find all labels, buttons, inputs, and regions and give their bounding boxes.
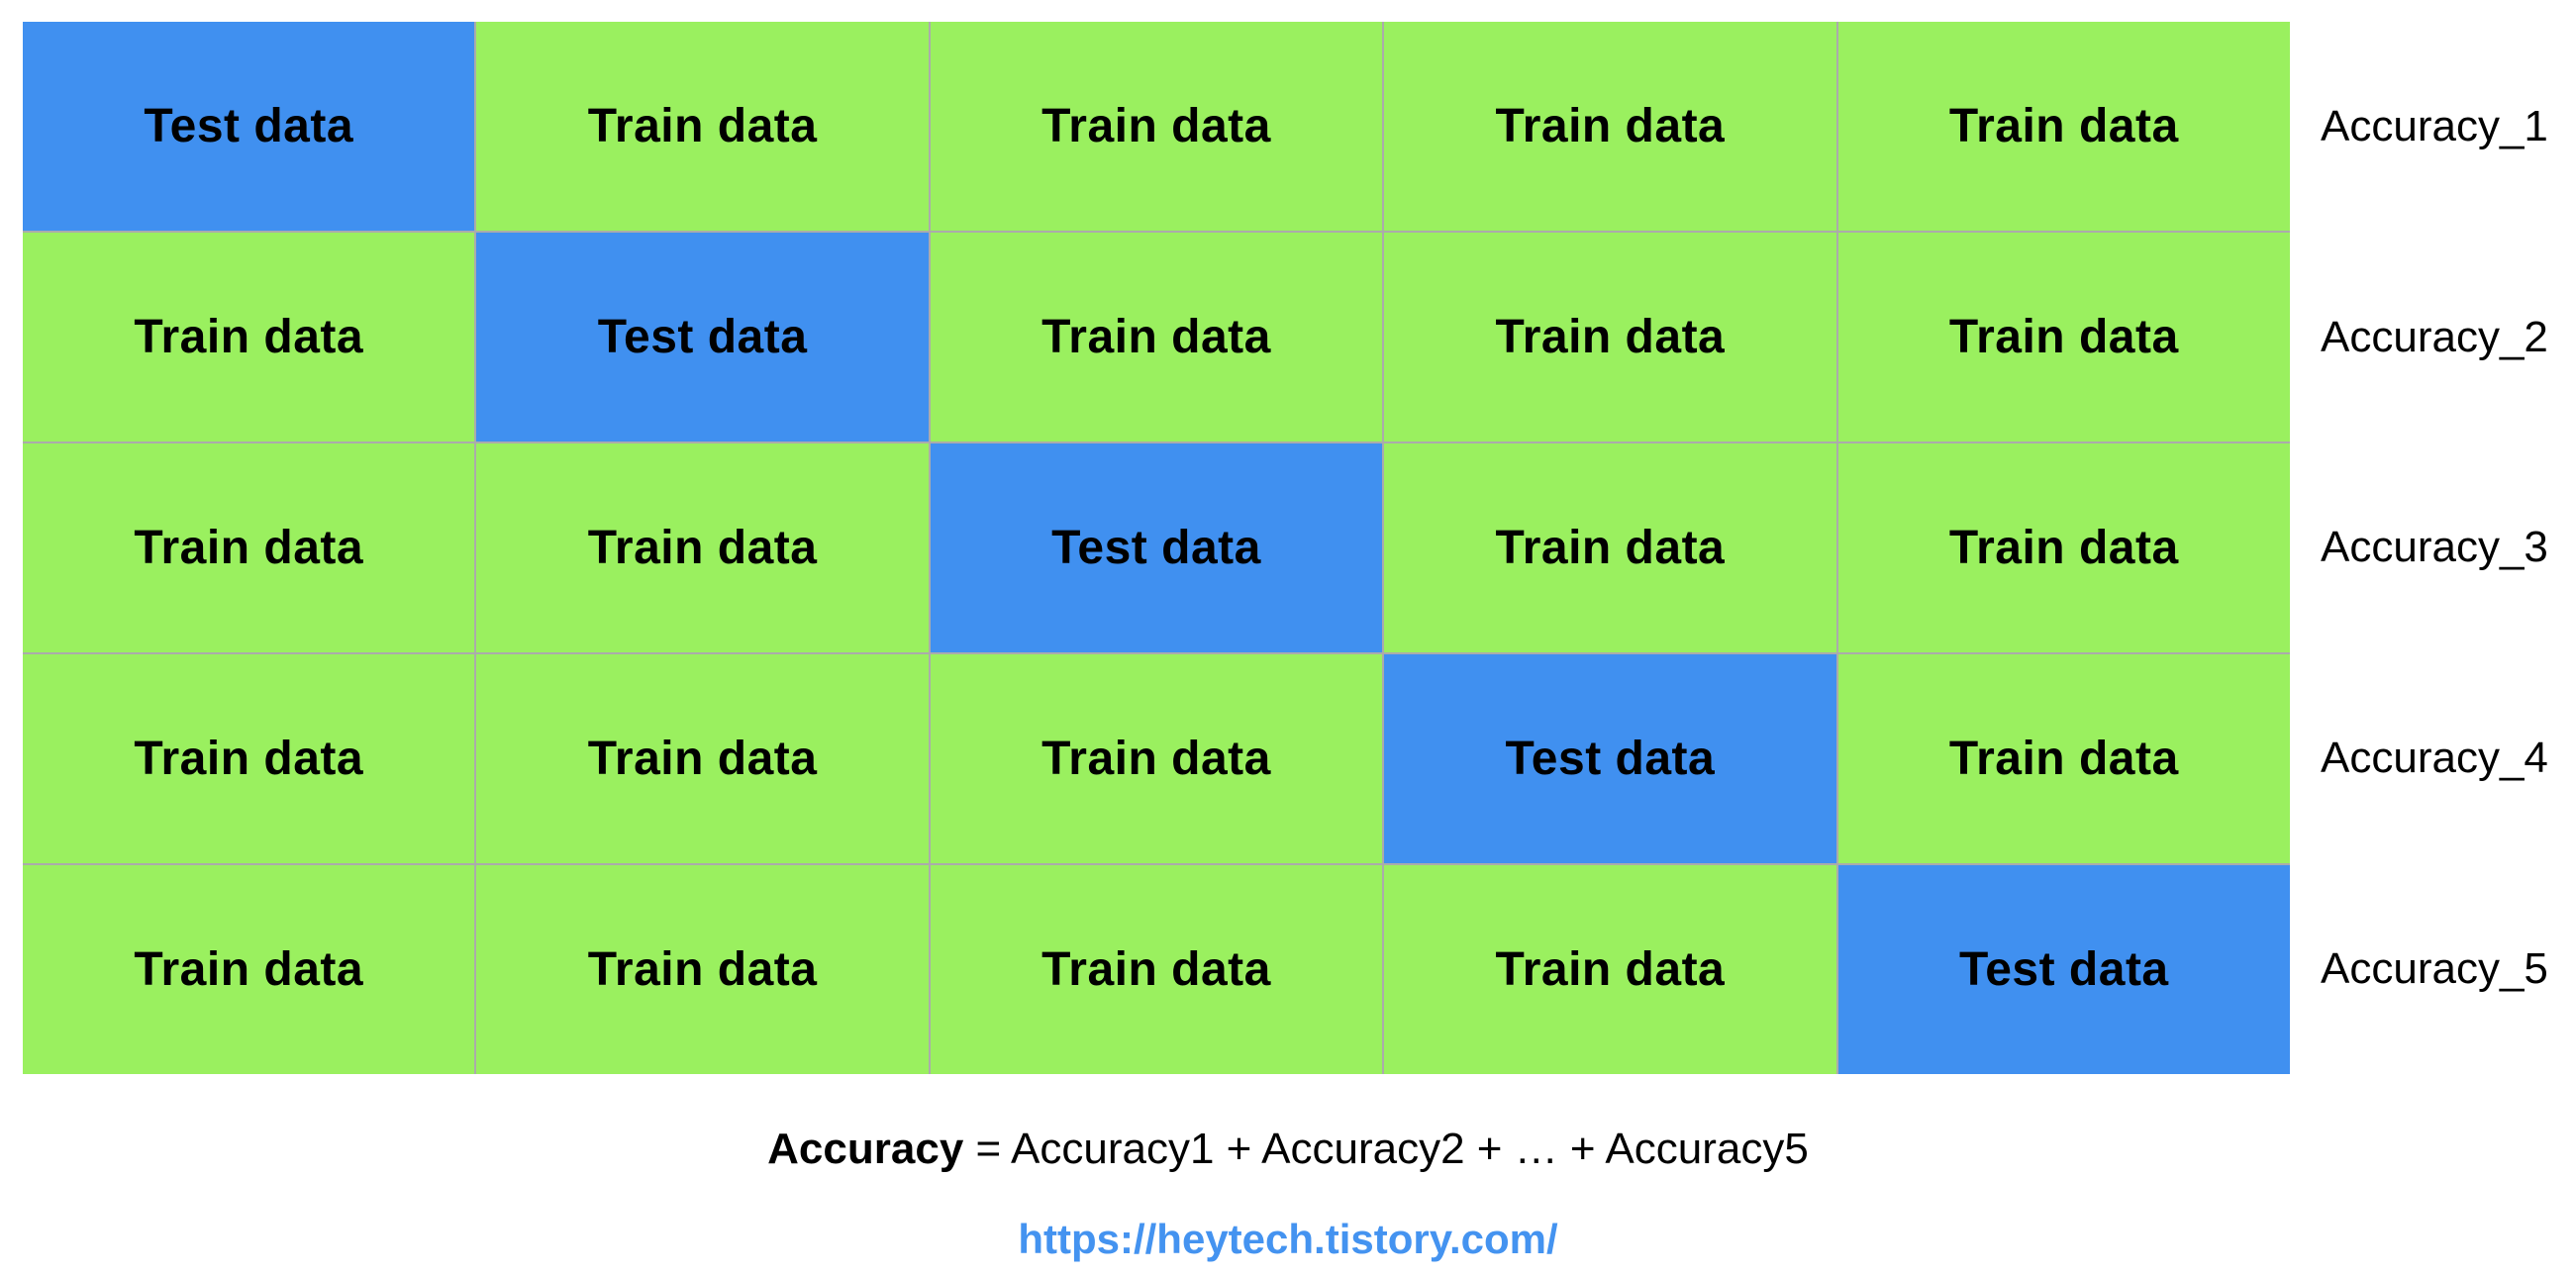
cell-row2-col2-test: Test data (476, 233, 929, 442)
cell-row3-col4-train: Train data (1384, 443, 1836, 652)
cell-row3-col1-train: Train data (23, 443, 475, 652)
cell-row3-col3-test: Test data (930, 443, 1383, 652)
cell-row1-col1-test: Test data (23, 22, 475, 231)
cell-row2-col4-train: Train data (1384, 233, 1836, 442)
cell-row5-col2-train: Train data (476, 865, 929, 1074)
cell-row2-col1-train: Train data (23, 233, 475, 442)
accuracy-label-4: Accuracy_4 (2321, 734, 2548, 783)
formula-equation-rest: = Accuracy1 + Accuracy2 + … + Accuracy5 (963, 1125, 1809, 1173)
cell-row3-col5-train: Train data (1837, 443, 2290, 652)
cell-row5-col4-train: Train data (1384, 865, 1836, 1074)
cell-row4-col4-test: Test data (1384, 654, 1836, 863)
cell-row2-col5-train: Train data (1837, 233, 2290, 442)
accuracy-labels-column: Accuracy_1 Accuracy_2 Accuracy_3 Accurac… (2321, 22, 2568, 1074)
cell-row1-col2-train: Train data (476, 22, 929, 231)
cell-row5-col1-train: Train data (23, 865, 475, 1074)
accuracy-label-1: Accuracy_1 (2321, 102, 2548, 151)
cell-row1-col4-train: Train data (1384, 22, 1836, 231)
accuracy-label-2: Accuracy_2 (2321, 312, 2548, 361)
cell-row1-col5-train: Train data (1837, 22, 2290, 231)
cell-row4-col2-train: Train data (476, 654, 929, 863)
formula-bold-term: Accuracy (767, 1125, 964, 1173)
cell-row2-col3-train: Train data (930, 233, 1383, 442)
cell-row1-col3-train: Train data (930, 22, 1383, 231)
accuracy-label-5: Accuracy_5 (2321, 943, 2548, 993)
cell-row4-col1-train: Train data (23, 654, 475, 863)
accuracy-formula: Accuracy = Accuracy1 + Accuracy2 + … + A… (0, 1125, 2576, 1174)
accuracy-label-3: Accuracy_3 (2321, 523, 2548, 572)
kfold-grid: Test data Train data Train data Train da… (23, 22, 2290, 1074)
cell-row3-col2-train: Train data (476, 443, 929, 652)
cell-row5-col5-test: Test data (1837, 865, 2290, 1074)
cell-row4-col5-train: Train data (1837, 654, 2290, 863)
cell-row5-col3-train: Train data (930, 865, 1383, 1074)
footer-blog-link[interactable]: https://heytech.tistory.com/ (1018, 1216, 1558, 1262)
cell-row4-col3-train: Train data (930, 654, 1383, 863)
